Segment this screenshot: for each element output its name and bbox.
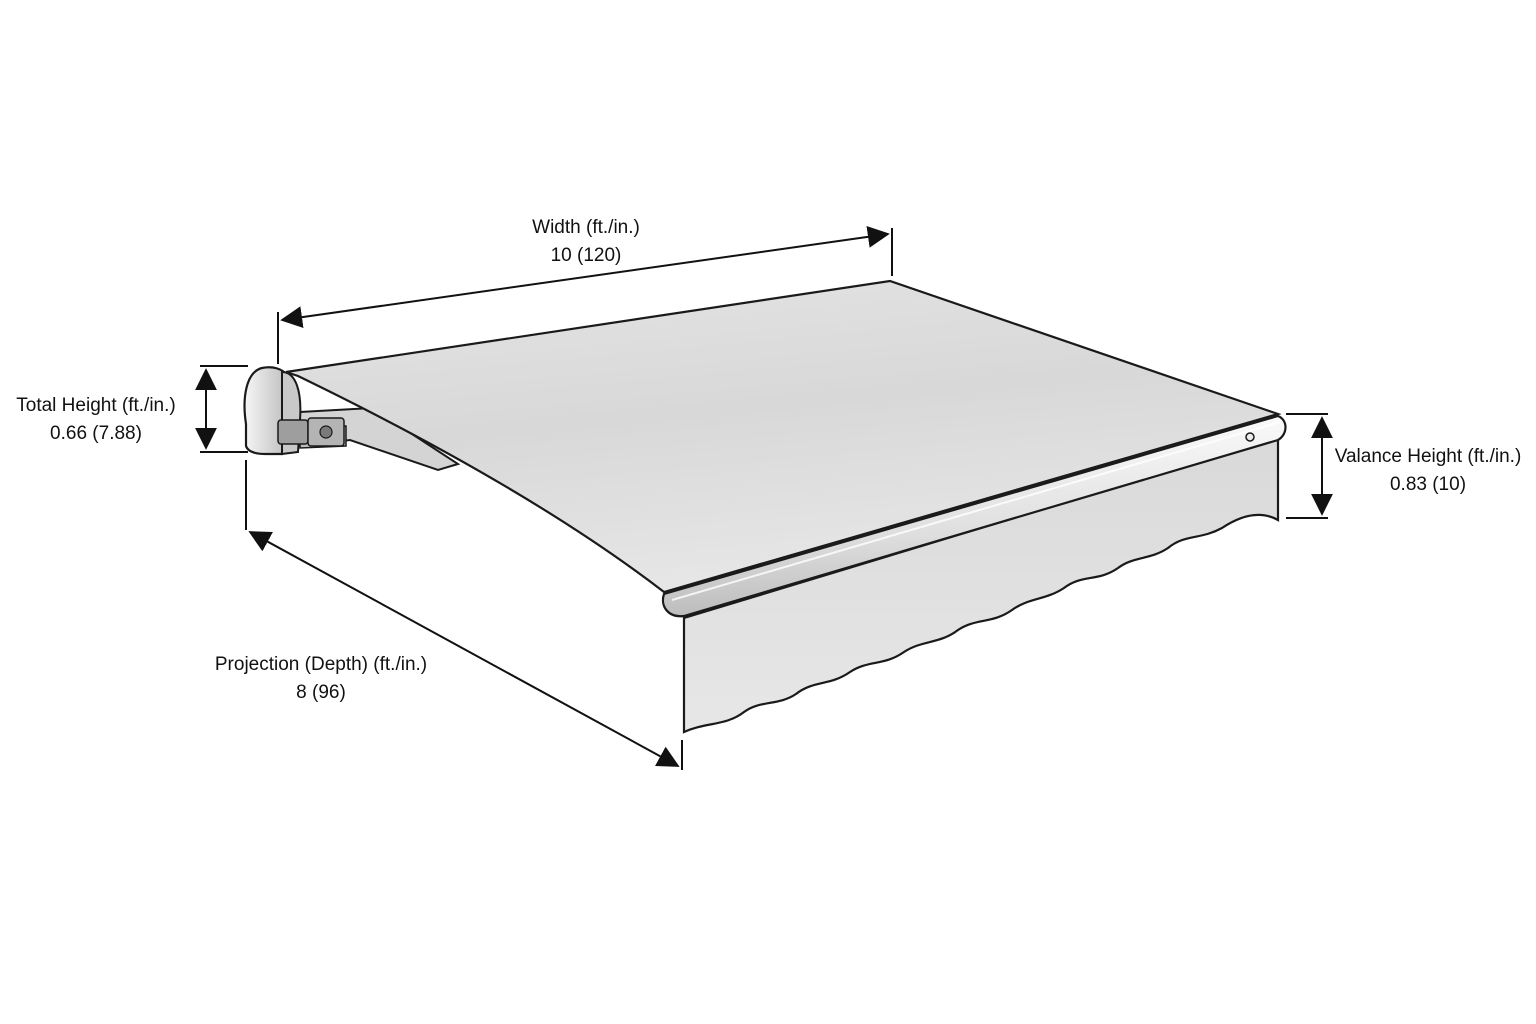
projection-label-text: Projection (Depth) (ft./in.) xyxy=(214,654,428,675)
valance xyxy=(682,436,1280,734)
valance-height-dimension xyxy=(1286,413,1333,519)
width-label-text: Width (ft./in.) xyxy=(532,217,640,238)
width-label: Width (ft./in.) 10 (120) xyxy=(486,214,686,270)
total-height-label-text: Total Height (ft./in.) xyxy=(16,395,176,416)
front-bar xyxy=(661,414,1287,618)
projection-value: 8 (96) xyxy=(296,682,346,703)
total-height-value: 0.66 (7.88) xyxy=(50,423,142,444)
total-height-dimension xyxy=(195,365,248,453)
width-value: 10 (120) xyxy=(550,245,622,266)
valance-height-value: 0.83 (10) xyxy=(1389,474,1467,495)
valance-height-label: Valance Height (ft./in.) 0.83 (10) xyxy=(1326,443,1530,499)
width-dimension xyxy=(277,225,893,364)
projection-dimension xyxy=(245,460,683,770)
valance-height-label-text: Valance Height (ft./in.) xyxy=(1334,446,1522,467)
mounting-bracket xyxy=(243,366,345,456)
total-height-label: Total Height (ft./in.) 0.66 (7.88) xyxy=(0,392,192,448)
projection-label: Projection (Depth) (ft./in.) 8 (96) xyxy=(190,651,452,707)
